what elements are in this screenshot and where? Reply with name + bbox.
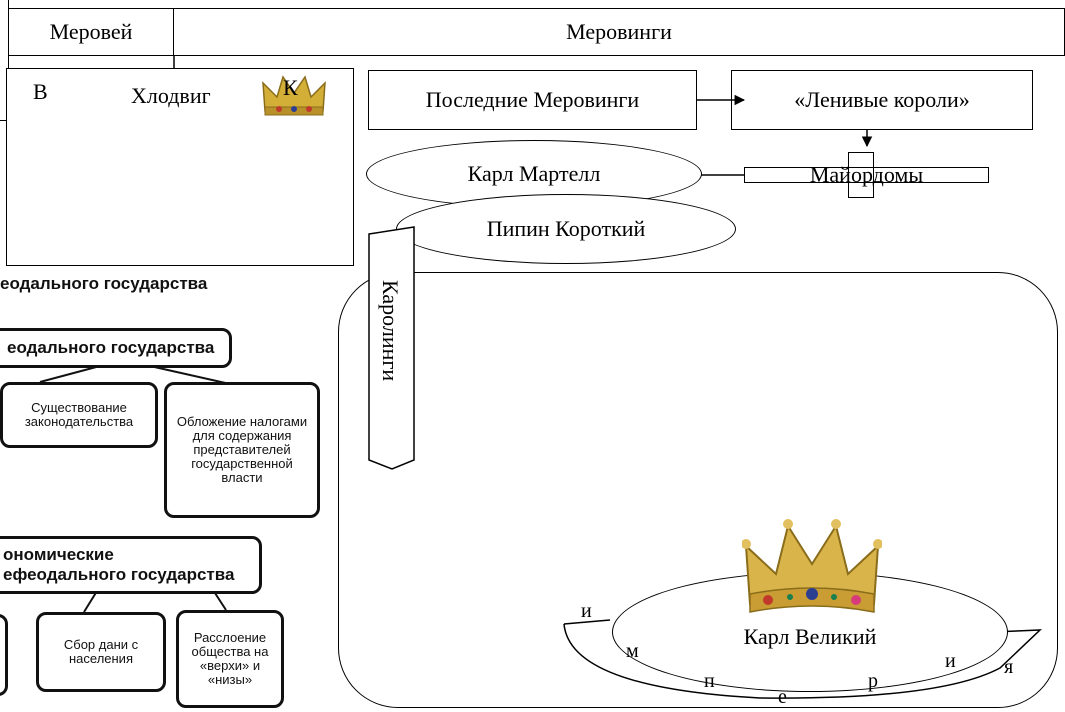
carolingians-label: Каролинги bbox=[378, 280, 403, 382]
merovingi-box: Меровинги bbox=[173, 8, 1065, 56]
carolingians-container bbox=[338, 272, 1058, 708]
lazy-kings-label: «Ленивые короли» bbox=[794, 87, 970, 112]
scan-card-4-label: Расслоение общества на «верхи» и «низы» bbox=[191, 630, 269, 687]
scan-card-4: Расслоение общества на «верхи» и «низы» bbox=[176, 610, 284, 708]
merovei-label: Меровей bbox=[49, 19, 133, 44]
scan-heading: еодального государства bbox=[0, 274, 208, 293]
majordomos-box: Майордомы bbox=[744, 162, 989, 187]
karl-martell-label: Карл Мартелл bbox=[467, 161, 601, 186]
carolingians-banner bbox=[368, 226, 415, 470]
empire-letter: р bbox=[868, 670, 878, 692]
empire-letter: п bbox=[704, 670, 715, 692]
clovis-name: Хлодвиг bbox=[131, 83, 211, 108]
crown-icon bbox=[262, 75, 326, 116]
scan-card-3-label: Сбор дани с населения bbox=[63, 637, 139, 666]
empire-letter: е bbox=[778, 686, 787, 708]
merovingi-label: Меровинги bbox=[566, 19, 672, 44]
scan-box-2-line1: ономические bbox=[3, 545, 114, 564]
majordomos-label: Майордомы bbox=[809, 162, 924, 187]
empire-letter: и bbox=[945, 650, 956, 672]
crown-icon bbox=[742, 519, 882, 613]
scan-box-1-label: еодального государства bbox=[7, 338, 215, 357]
clovis-letter-right: К bbox=[283, 75, 298, 100]
corner-mark bbox=[0, 0, 9, 121]
empire-letter: и bbox=[581, 600, 592, 622]
pipin-oval: Пипин Короткий bbox=[396, 194, 736, 264]
scan-card-2-label: Обложение налогами для содержания предст… bbox=[176, 414, 308, 485]
empire-letter: я bbox=[1004, 656, 1014, 678]
last-merovingians-box: Последние Меровинги bbox=[368, 70, 697, 130]
empire-letter: м bbox=[626, 640, 639, 662]
scan-card-2: Обложение налогами для содержания предст… bbox=[164, 382, 320, 518]
pipin-label: Пипин Короткий bbox=[486, 216, 646, 241]
clovis-letter-left: В bbox=[33, 79, 48, 104]
scan-card-3: Сбор дани с населения bbox=[36, 612, 166, 692]
clovis-box: В Хлодвиг К bbox=[6, 68, 354, 266]
scan-box-2: ономические ефеодального государства bbox=[0, 536, 262, 594]
scan-box-1: еодального государства bbox=[0, 328, 232, 368]
scan-card-1-label: Существование законодательства bbox=[24, 400, 134, 429]
lazy-kings-box: «Ленивые короли» bbox=[731, 70, 1033, 130]
majordomos-cross-vertical bbox=[848, 152, 874, 198]
scan-card-left-edge bbox=[0, 614, 8, 696]
scan-card-1: Существование законодательства bbox=[0, 382, 158, 448]
karl-great-label: Карл Великий bbox=[743, 624, 877, 649]
scan-box-2-line2: ефеодального государства bbox=[3, 565, 235, 584]
merovei-box: Меровей bbox=[8, 8, 174, 56]
last-merovingians-label: Последние Меровинги bbox=[425, 87, 640, 112]
